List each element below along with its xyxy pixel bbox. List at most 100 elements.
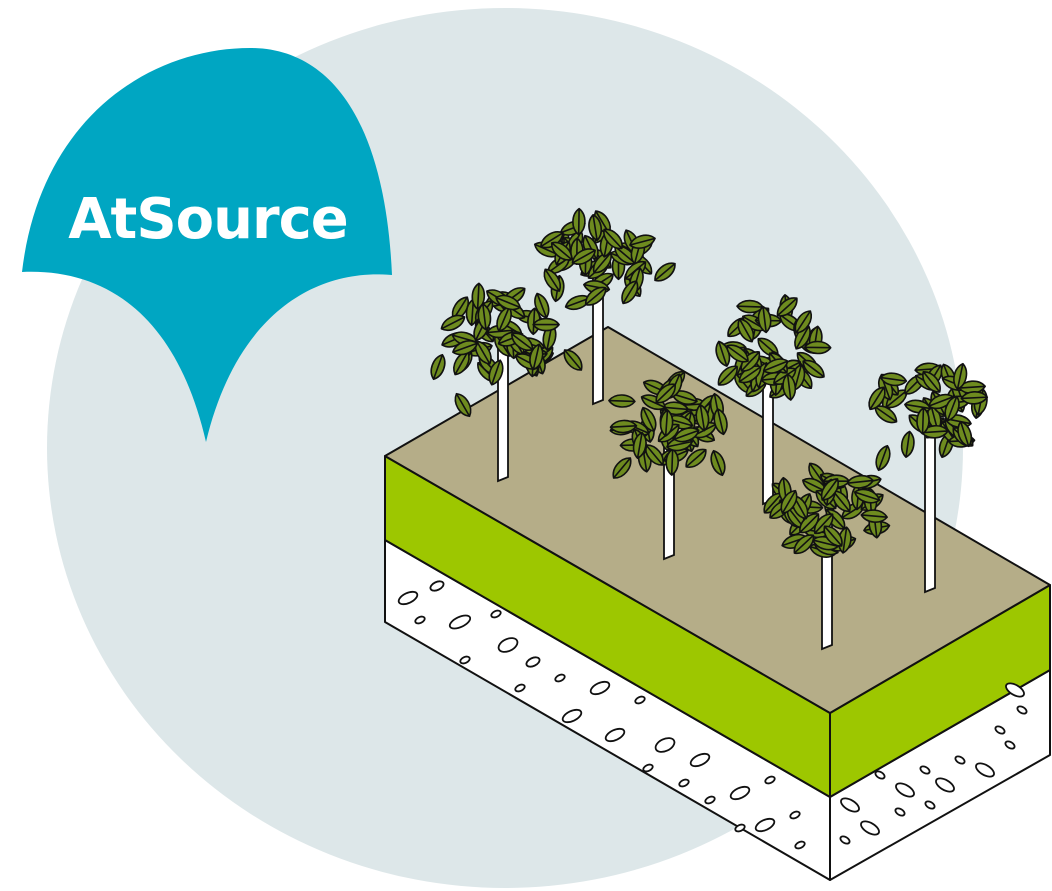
pebble [397,590,419,606]
leaf [495,294,521,311]
pebble [1005,682,1025,698]
tree [608,371,728,561]
leaf [659,409,674,437]
pebble [839,835,851,845]
leaf [640,394,667,411]
leaf [776,297,798,317]
leaf [496,306,512,332]
falling-leaf [710,449,726,477]
leaf [629,234,656,249]
pebble [1016,705,1028,715]
leaf [713,408,728,436]
leaf [609,419,638,434]
tree [533,207,656,406]
pebble [414,615,426,625]
leaf [853,488,881,504]
leaf [757,305,772,334]
leaf [803,340,832,355]
pebble [840,797,860,813]
leaf [572,207,586,236]
pebble [490,609,502,619]
pebble [894,807,906,817]
leaf [655,383,676,404]
leaf [571,248,596,265]
leaf [452,340,479,356]
atsource-badge [22,48,392,442]
leaf [953,362,968,390]
pebble [448,614,472,630]
leaf [957,420,973,448]
pebble [919,765,931,775]
subsoil-pebbles [397,580,1028,850]
leaf [802,359,825,379]
leaf [762,358,789,374]
leaf [922,370,941,393]
pebble [729,785,751,801]
leaf [799,513,820,534]
leaf [736,299,764,314]
leaf [474,340,492,365]
pebble [860,820,880,836]
leaf [511,332,534,351]
pebble [689,752,711,768]
leaf [916,407,930,435]
leaf [958,380,986,394]
leaf [715,340,731,367]
pebble [642,763,654,773]
leaf [726,344,749,363]
leaf [621,280,639,305]
falling-leaf [612,457,632,479]
leaf [488,359,504,386]
pebble [764,775,776,785]
leaf [543,268,561,292]
leaf [603,228,623,250]
falling-leaf [563,349,583,371]
pebble [561,708,583,724]
leaf [540,231,564,249]
tree [763,462,891,651]
pebble [975,762,995,778]
pebble [754,817,776,833]
pebble [794,840,806,850]
pebble [654,737,676,753]
pebble [459,655,471,665]
pebble [994,725,1006,735]
pebble [789,810,801,820]
leaf [820,478,839,501]
pebble [924,800,936,810]
leaf [532,317,560,332]
leaf [632,431,647,460]
pebble [554,673,566,683]
falling-leaf [454,392,472,418]
leaf [846,475,874,489]
leaf [794,310,812,334]
pebble [1004,740,1016,750]
leaf [860,509,888,523]
leaf [960,391,989,405]
leaf [584,286,607,306]
falling-leaf [654,262,676,282]
leaf [477,303,492,331]
leaf [737,318,755,343]
pebble [604,727,626,743]
pebble [895,782,915,798]
pebble [704,795,716,805]
leaf [823,525,843,547]
falling-leaf [430,353,446,381]
leaf [695,404,710,432]
leaf [793,534,815,555]
leaf [588,213,603,242]
leaf [673,427,700,443]
leaf [782,373,797,401]
pebble [935,777,955,793]
trees-group [430,207,989,651]
pebble [429,580,445,592]
pebble [589,680,611,696]
pebble [514,683,526,693]
pebble [678,778,690,788]
tree [868,362,989,594]
pebble [874,770,886,780]
leaf [868,386,886,411]
